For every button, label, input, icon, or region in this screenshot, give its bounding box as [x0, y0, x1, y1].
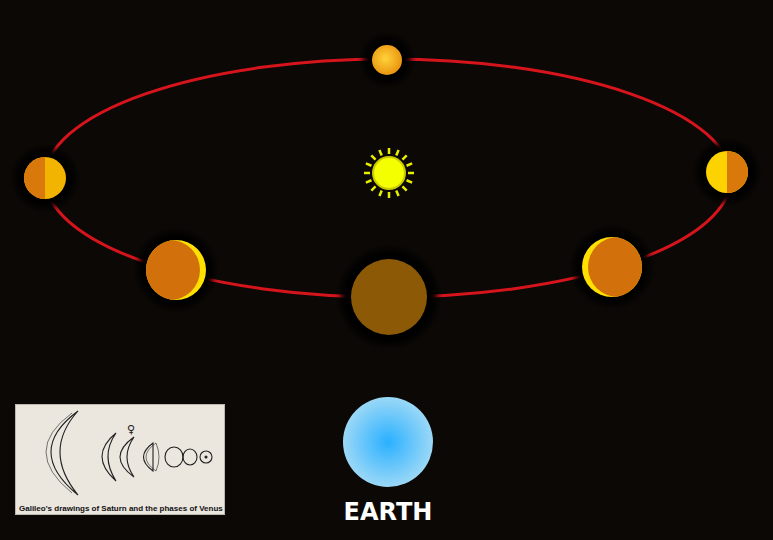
venus-full [372, 45, 402, 75]
venus-half-left [20, 150, 66, 206]
sun-ray [364, 172, 370, 175]
earth-planet: EARTH [318, 396, 458, 528]
sun-ray [396, 191, 398, 197]
planet-name: EARTH [344, 498, 433, 526]
venus-half-right [706, 145, 752, 201]
galileo-sketch [16, 405, 216, 516]
venus-symbol: ♀ [127, 423, 135, 436]
sun-ray [408, 172, 414, 175]
sun-ray [402, 155, 406, 159]
venus-crescent-left [140, 240, 206, 300]
venus-crescent-right [582, 237, 648, 297]
sun-ray [366, 163, 372, 165]
sun-ray [379, 150, 381, 156]
sun-ray [402, 186, 406, 190]
sun-ray [371, 155, 375, 159]
earth-circle [318, 396, 458, 492]
sun [364, 148, 414, 198]
sun-ray [396, 150, 398, 156]
sun-ray [407, 180, 413, 182]
sun-ray [388, 192, 391, 198]
planet-halos [15, 36, 757, 345]
inset-picture: Galileo's drawings of Saturn and the pha… [15, 404, 225, 515]
sun-ray [407, 163, 413, 165]
sun-ray [388, 148, 391, 154]
sun-ray [371, 186, 375, 190]
inset-caption: Galileo's drawings of Saturn and the pha… [19, 504, 223, 513]
sun-ray [366, 180, 372, 182]
venus-new [351, 259, 427, 335]
sun-ray [379, 191, 381, 197]
